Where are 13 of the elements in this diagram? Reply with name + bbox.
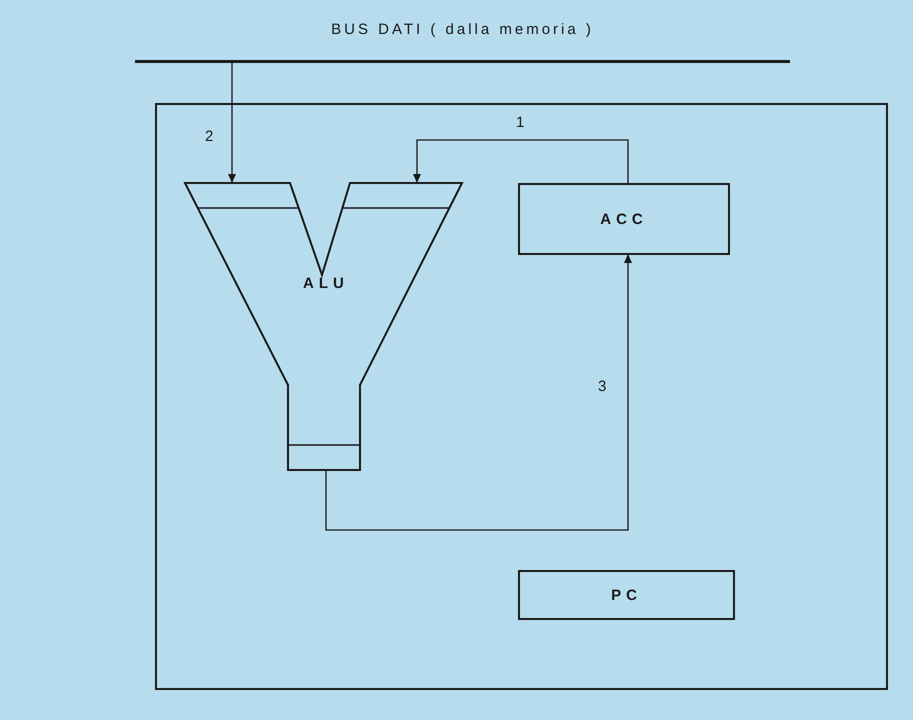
edge-label: 1	[516, 114, 524, 131]
register-box	[518, 570, 735, 620]
arrow	[325, 254, 632, 531]
edge-label: 3	[598, 378, 606, 395]
alu-label: ALU	[303, 275, 349, 292]
arrow	[228, 62, 236, 183]
bus-label: BUS DATI ( dalla memoria )	[331, 21, 594, 38]
arrow	[413, 139, 629, 183]
register-label: PC	[611, 586, 642, 604]
register-label: ACC	[600, 210, 648, 228]
cpu-frame	[155, 103, 888, 690]
register-box	[518, 183, 730, 255]
edge-label: 2	[205, 128, 214, 145]
